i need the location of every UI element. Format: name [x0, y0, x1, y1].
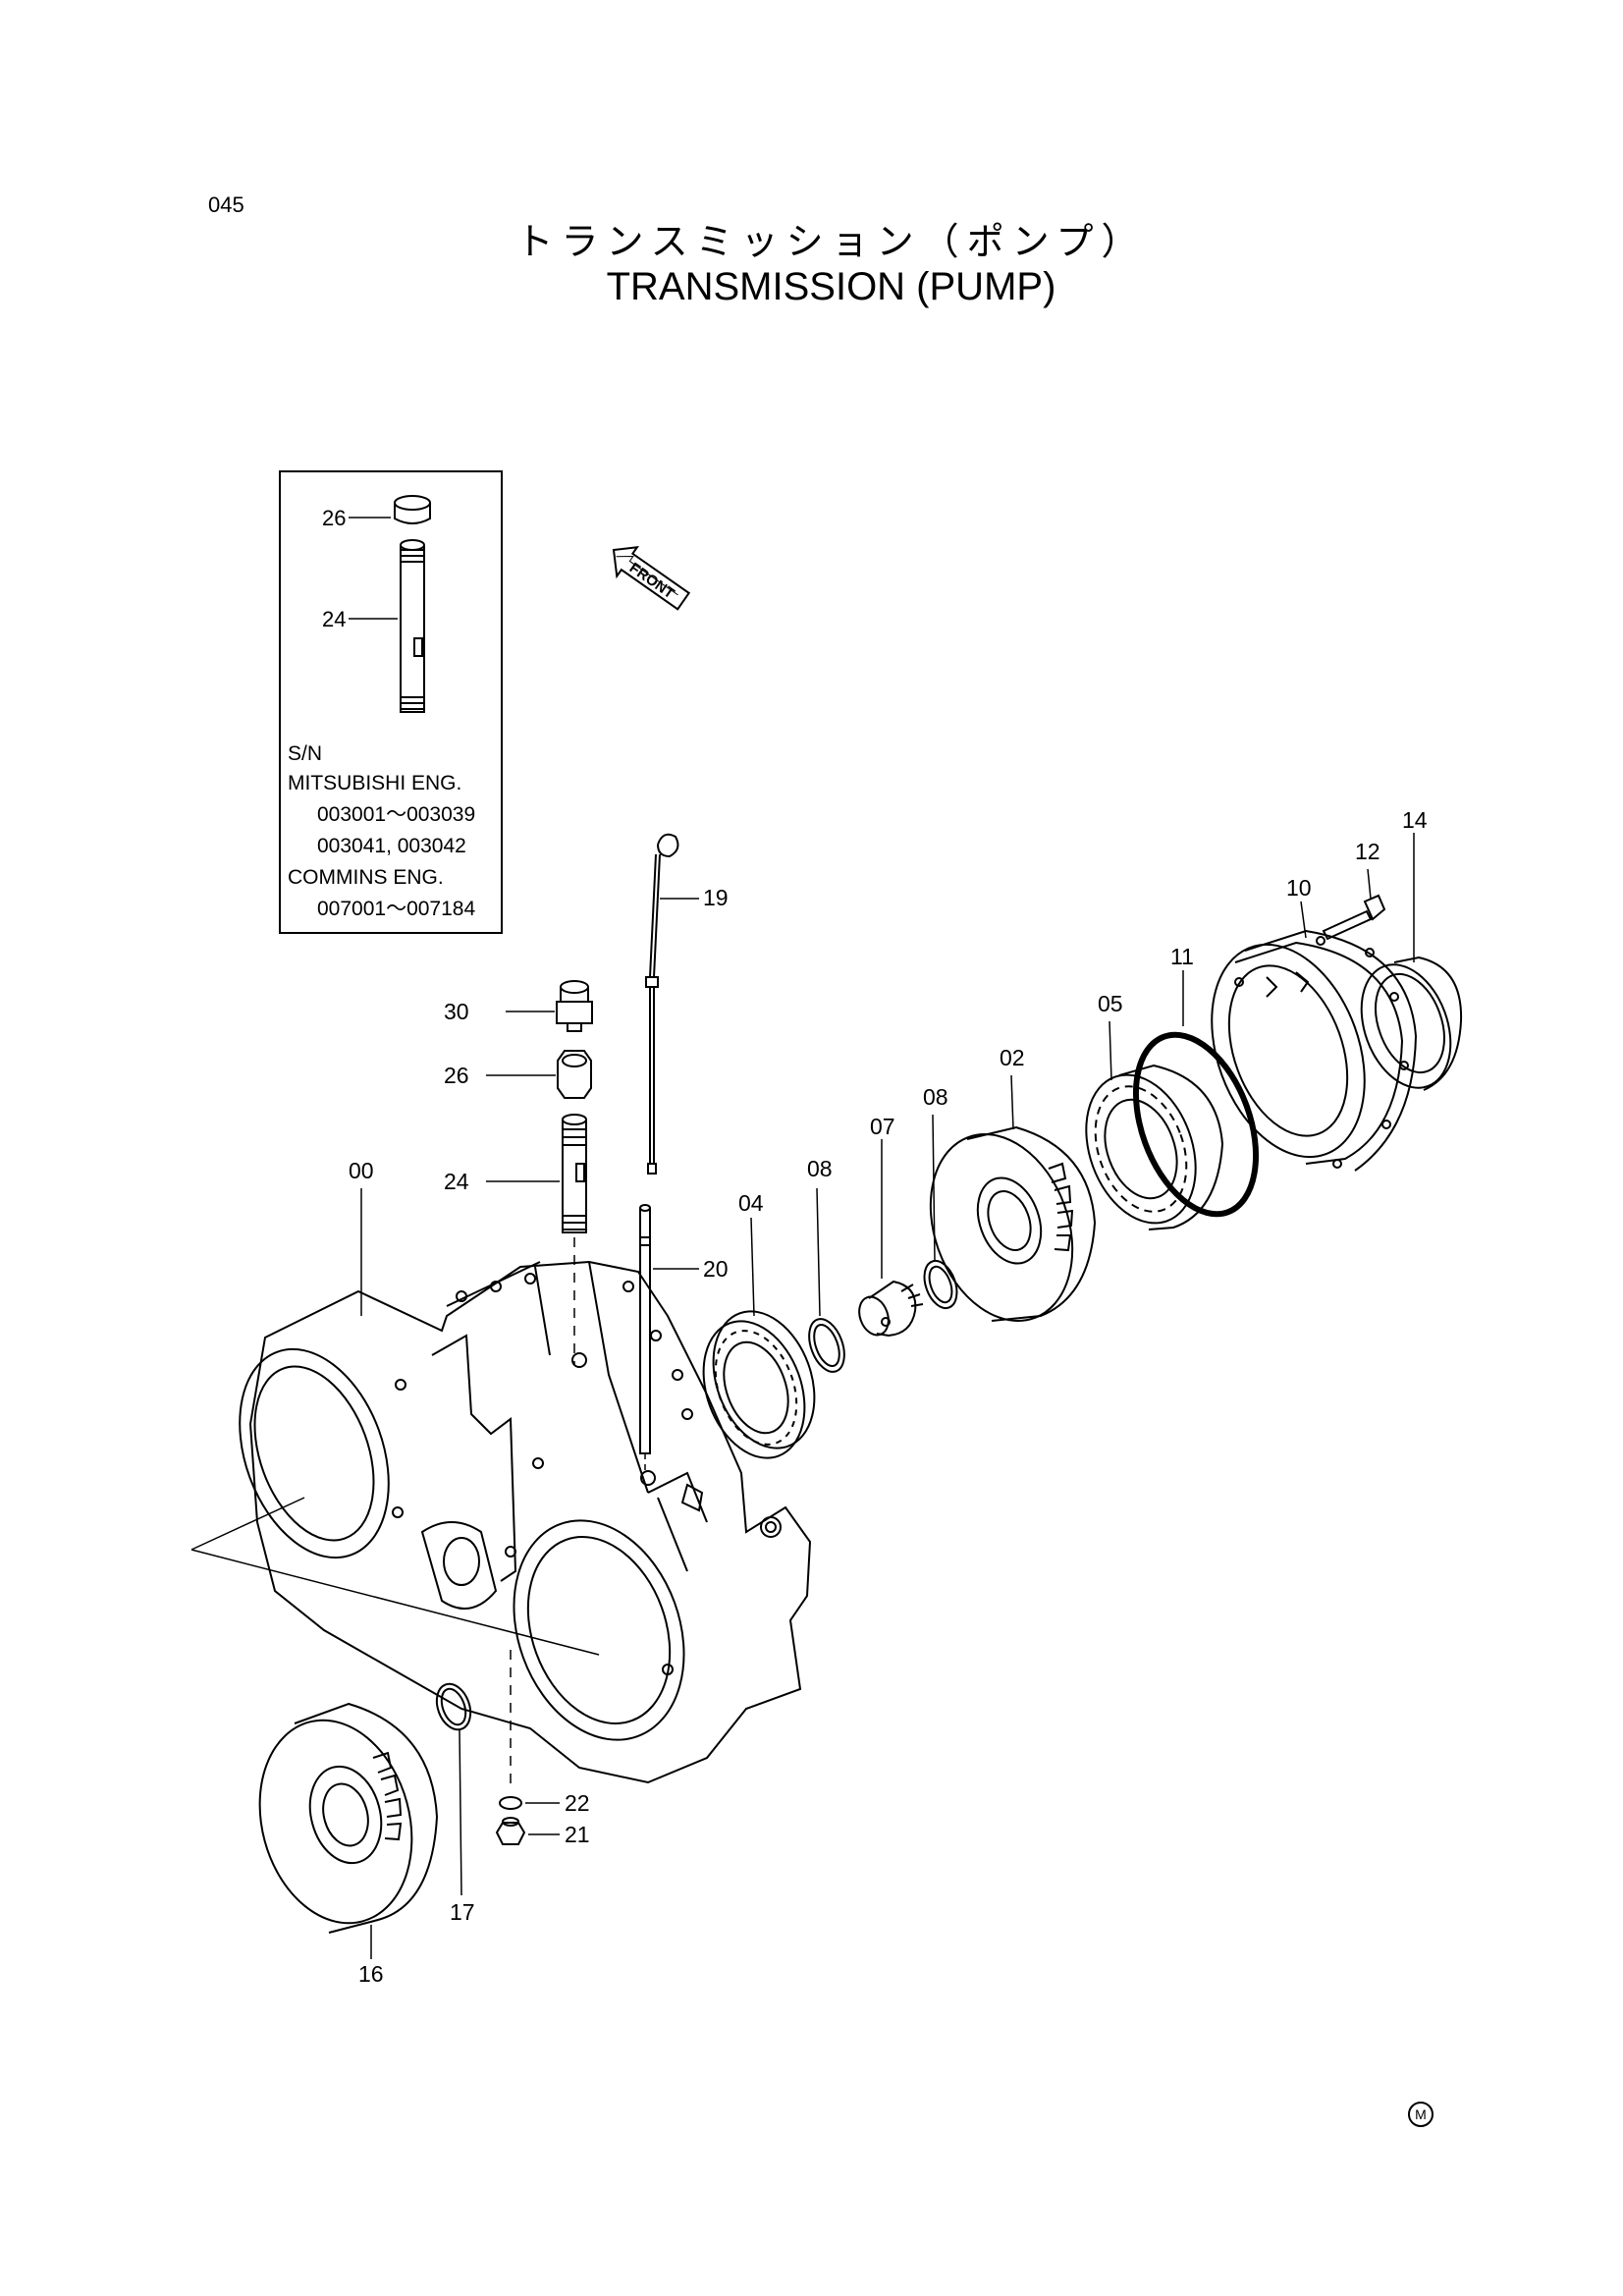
- inset-pipe-24: [400, 539, 425, 713]
- inset-callout-24: 24: [322, 607, 346, 631]
- inset-engine-commins: COMMINS ENG.: [288, 866, 444, 889]
- inset-serial-heading: S/N: [288, 742, 323, 765]
- m-mark: M: [1406, 2100, 1435, 2129]
- callout-00: 00: [349, 1158, 374, 1183]
- callout-26: 26: [444, 1063, 469, 1088]
- guide-tube-20: [639, 1204, 651, 1454]
- snap-ring-17: [435, 1682, 472, 1731]
- circled-m-icon: M: [1408, 2102, 1434, 2127]
- inset-range-2: 007001～007184: [317, 898, 476, 920]
- callout-16: 16: [358, 1961, 384, 1987]
- svg-text:M: M: [1415, 2106, 1427, 2122]
- inset-callout-26: 26: [322, 506, 346, 530]
- inset-cap-26: [394, 495, 431, 524]
- callout-11: 11: [1170, 944, 1194, 969]
- callout-30: 30: [444, 999, 469, 1024]
- cap-26: [557, 1050, 592, 1099]
- page-number: 045: [208, 192, 244, 217]
- callout-20: 20: [703, 1256, 729, 1282]
- inset-engine-mitsubishi: MITSUBISHI ENG.: [288, 772, 462, 794]
- callout-22: 22: [565, 1790, 590, 1816]
- gear-02: [929, 1125, 1097, 1322]
- dipstick-19: [645, 833, 679, 1175]
- breather-30: [556, 980, 593, 1032]
- title-english: TRANSMISSION (PUMP): [606, 265, 1056, 308]
- callout-10: 10: [1286, 875, 1312, 901]
- callout-14: 14: [1402, 807, 1428, 833]
- snap-ring-08-left: [808, 1318, 845, 1373]
- inset-range-1b: 003041, 003042: [317, 835, 466, 857]
- callout-24: 24: [444, 1169, 469, 1194]
- collar-07: [858, 1280, 924, 1338]
- callout-02: 02: [1000, 1045, 1025, 1070]
- bearing-04: [702, 1310, 816, 1459]
- seal-14: [1360, 956, 1463, 1091]
- callout-07: 07: [870, 1114, 895, 1139]
- callout-19: 19: [703, 885, 729, 910]
- callout-08-left: 08: [807, 1156, 833, 1181]
- callout-21: 21: [565, 1822, 590, 1847]
- bolt-12: [1322, 894, 1386, 941]
- bearing-05: [1085, 1064, 1224, 1230]
- callout-05: 05: [1098, 991, 1123, 1016]
- pipe-24: [562, 1114, 587, 1233]
- callout-08-right: 08: [923, 1084, 948, 1110]
- snap-ring-08-right: [923, 1259, 958, 1310]
- cover-10: [1211, 929, 1418, 1172]
- gear-16: [258, 1702, 439, 1934]
- inset-box: [279, 470, 503, 934]
- inset-range-1a: 003001～003039: [317, 803, 476, 826]
- housing-00: [239, 1260, 812, 1784]
- o-ring-22: [499, 1796, 522, 1810]
- callout-17: 17: [450, 1899, 475, 1925]
- title-japanese: トランスミッション（ポンプ）: [515, 220, 1147, 263]
- o-ring-11: [1132, 1031, 1260, 1218]
- plug-21: [495, 1817, 526, 1845]
- callout-04: 04: [738, 1190, 764, 1216]
- callout-12: 12: [1355, 839, 1380, 864]
- front-arrow: FRONT: [612, 545, 691, 611]
